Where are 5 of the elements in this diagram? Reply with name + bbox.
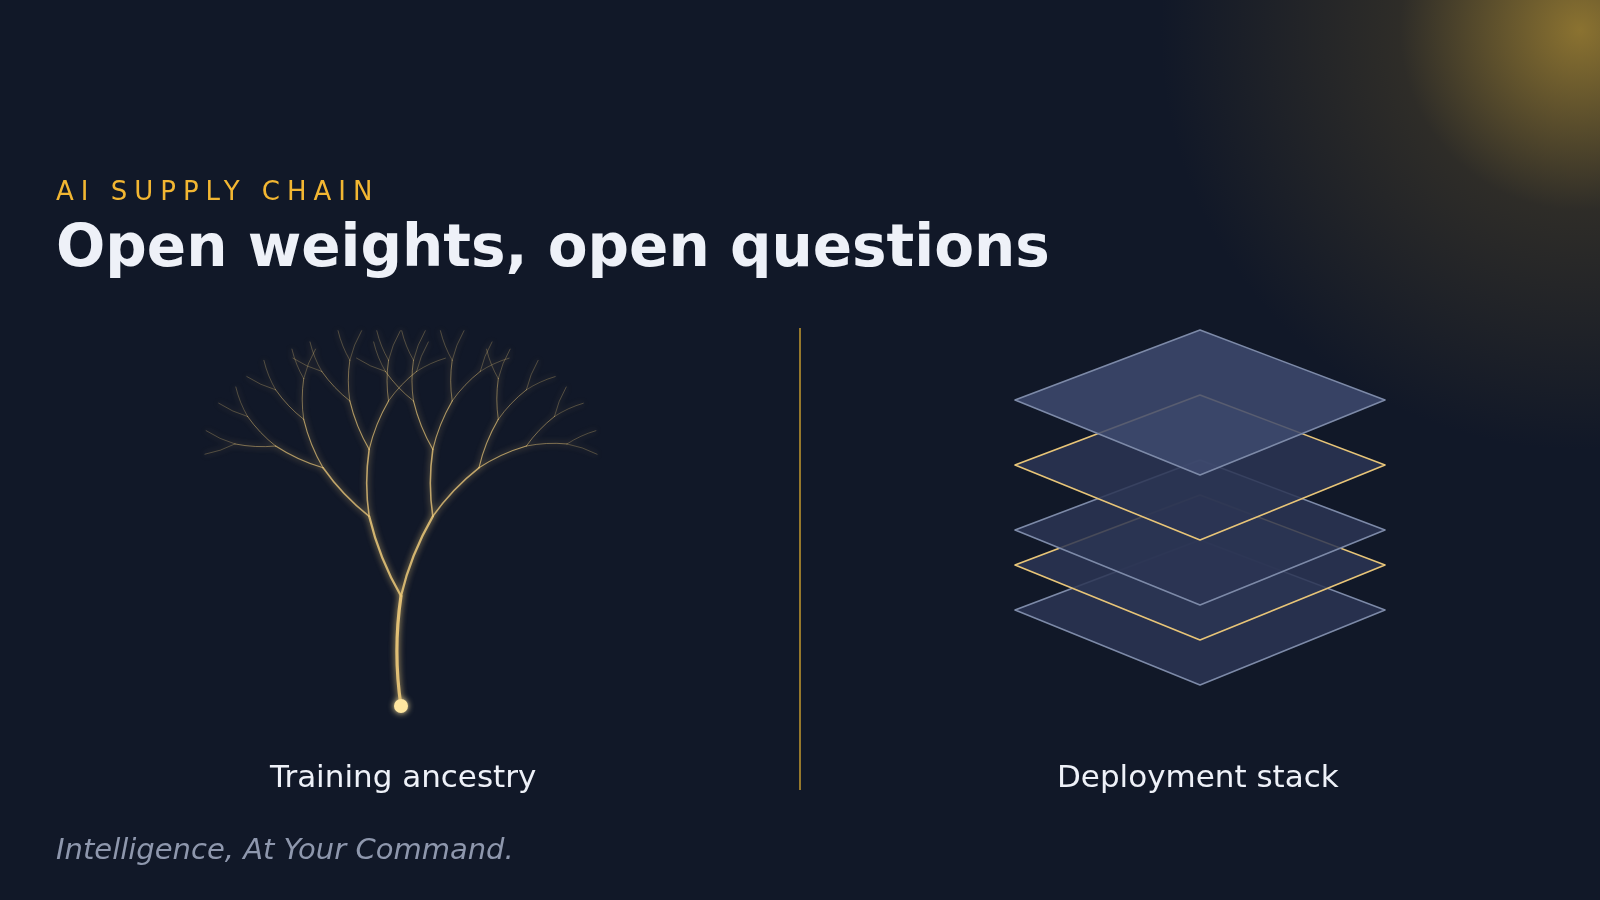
tagline: Intelligence, At Your Command.	[56, 832, 514, 866]
drawing-caption: Deployment stack	[1057, 758, 1339, 794]
drawing-caption: Training ancestry	[270, 758, 537, 794]
kicker-text: AI SUPPLY CHAIN	[56, 176, 380, 206]
headline: Open weights, open questions	[56, 212, 1050, 280]
